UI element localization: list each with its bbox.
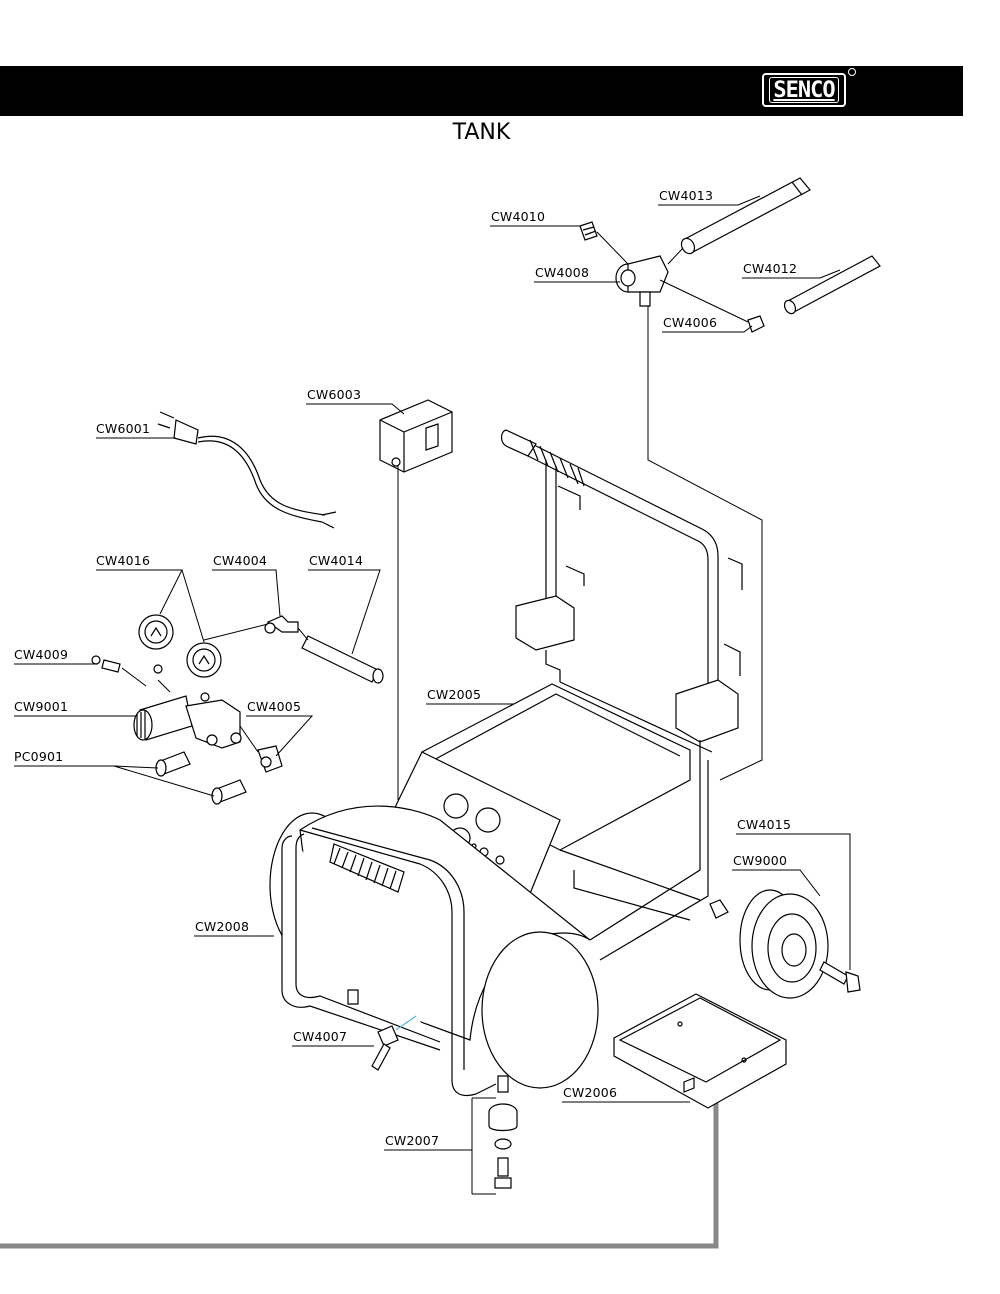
label-cw2005: CW2005	[427, 687, 481, 702]
leader-tee-elbow	[659, 279, 749, 323]
leader-cw4010-tee	[596, 231, 629, 265]
part-cw2006-bracket	[613, 993, 787, 1109]
label-cw4008: CW4008	[535, 265, 589, 280]
leader-tee-hose	[667, 247, 684, 265]
assembly-line-manifold	[647, 306, 763, 781]
label-cw4010: CW4010	[491, 209, 545, 224]
part-cw2005-cover	[383, 683, 691, 919]
brand-name: SENCO	[773, 77, 835, 103]
part-cw4005	[257, 745, 283, 773]
label-cw2006: CW2006	[563, 1085, 617, 1100]
label-cw4005: CW4005	[247, 699, 301, 714]
leader-cw4015	[736, 833, 851, 970]
label-cw9000: CW9000	[733, 853, 787, 868]
part-cw4014	[301, 635, 384, 684]
label-cw4015: CW4015	[737, 817, 791, 832]
part-cw6001	[157, 411, 337, 529]
part-cw4015-bolt	[819, 961, 861, 993]
label-cw6003: CW6003	[307, 387, 361, 402]
part-cw4010	[579, 221, 598, 241]
part-cw4012	[783, 255, 881, 315]
leader-pc0901	[14, 765, 215, 797]
assembly-line-regulator	[121, 623, 309, 753]
part-cw4009	[91, 655, 121, 673]
part-cw9000-wheel	[739, 889, 829, 999]
drain-accent-line	[395, 1015, 417, 1031]
leader-cw4004	[212, 569, 281, 617]
label-cw4016: CW4016	[96, 553, 150, 568]
callout-bracket	[0, 1066, 719, 1249]
part-cw9001-regulator	[133, 695, 242, 749]
leader-cw4013	[658, 195, 761, 206]
part-pc0901	[155, 751, 247, 805]
page-title: TANK	[452, 120, 511, 145]
label-cw9001: CW9001	[14, 699, 68, 714]
label-cw6001: CW6001	[96, 421, 150, 436]
part-cw4013	[680, 177, 811, 255]
part-cw4004	[264, 615, 299, 634]
leader-cw4006	[662, 325, 753, 333]
label-pc0901: PC0901	[14, 749, 63, 764]
part-cw4016-gauges	[138, 614, 222, 702]
part-cw4008	[615, 255, 669, 307]
senco-logo: SENCO	[762, 73, 846, 107]
leader-cw4005	[246, 715, 314, 757]
leader-cw6003	[306, 403, 405, 415]
part-frame-handle	[500, 429, 743, 753]
leader-cw9000	[732, 869, 821, 897]
label-cw4013: CW4013	[659, 188, 713, 203]
label-cw4014: CW4014	[309, 553, 363, 568]
label-cw4009: CW4009	[14, 647, 68, 662]
label-cw2007: CW2007	[385, 1133, 439, 1148]
senco-logo-frame: SENCO	[769, 77, 839, 103]
leader-cw4016	[96, 569, 205, 643]
part-tank-body	[269, 740, 729, 1097]
registered-mark-icon	[848, 68, 856, 76]
part-cw4007-drain-valve	[371, 1025, 399, 1071]
part-cw6003	[379, 399, 453, 473]
leader-cw4012	[742, 269, 841, 279]
part-cw2007-foot	[488, 1103, 518, 1189]
label-cw4012: CW4012	[743, 261, 797, 276]
leader-cw2007	[384, 1097, 496, 1195]
part-cw4006	[747, 315, 765, 333]
label-cw4006: CW4006	[663, 315, 717, 330]
label-cw2008: CW2008	[195, 919, 249, 934]
label-cw4007: CW4007	[293, 1029, 347, 1044]
leader-cw4014	[308, 569, 381, 655]
label-cw4004: CW4004	[213, 553, 267, 568]
